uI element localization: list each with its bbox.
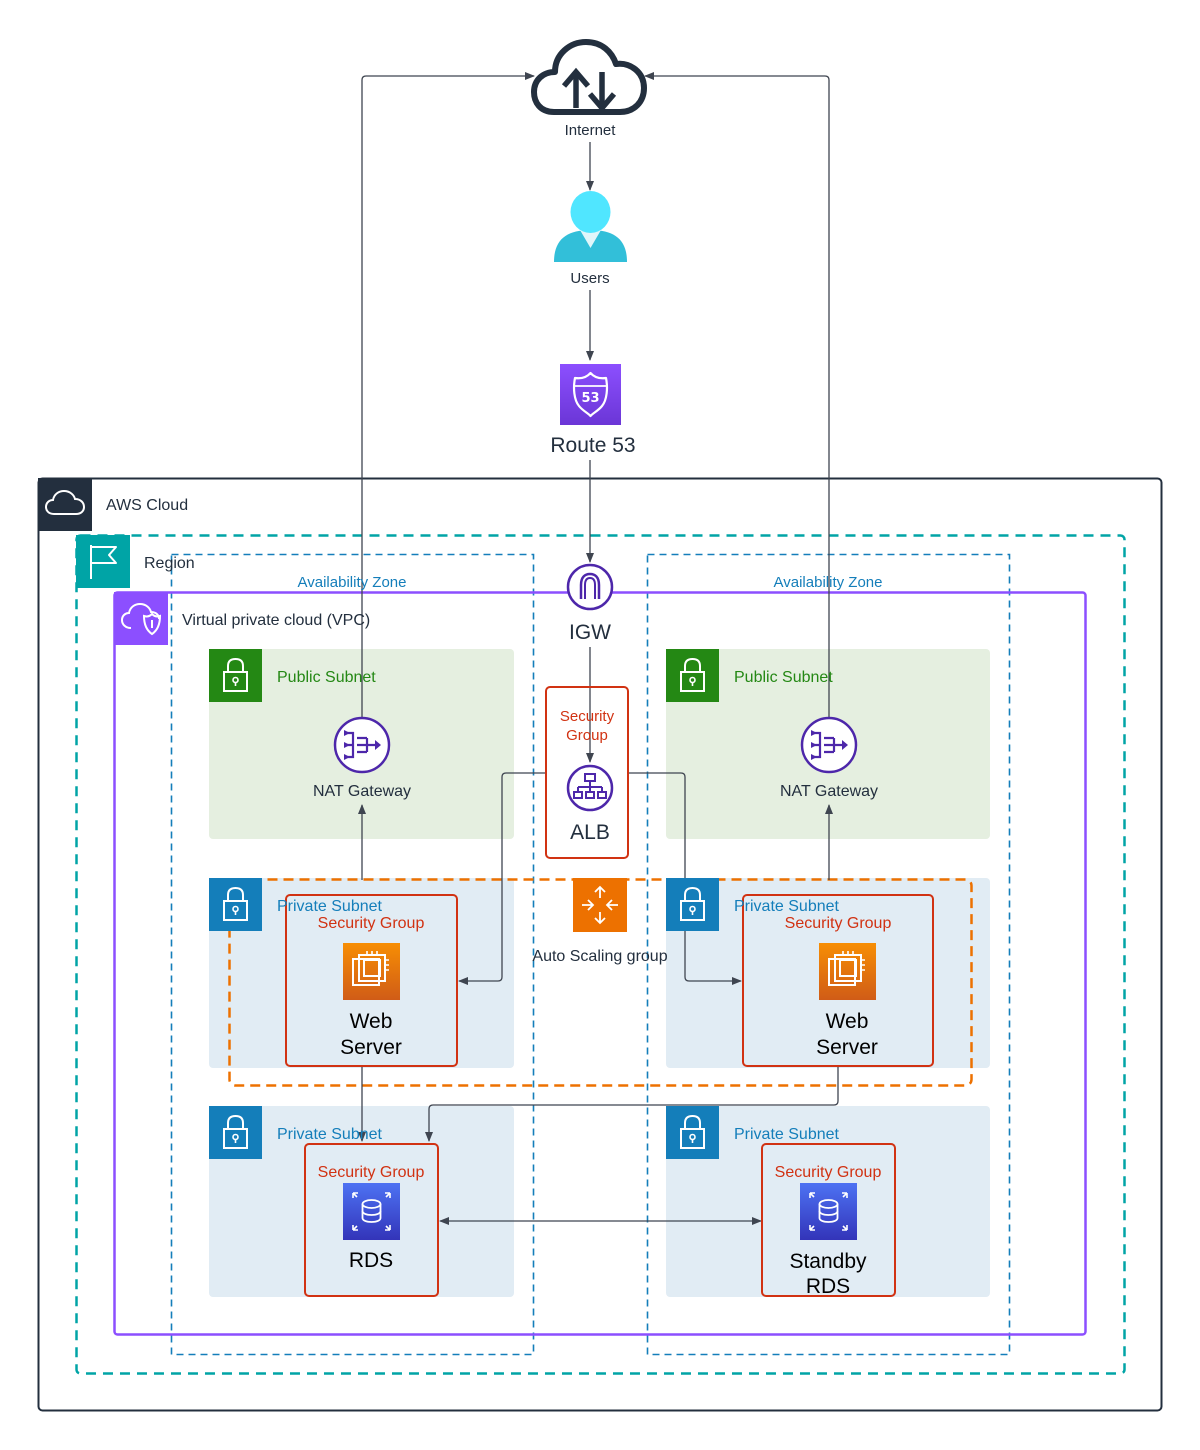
alb-security-group-border [545,686,629,859]
standby-rds-label: Standby RDS [789,1250,867,1298]
region-label: Region [144,555,195,572]
web-server-right [819,943,876,1000]
web-right-security-group-border [742,894,934,1067]
user-icon [554,191,627,262]
standby-rds-node [800,1183,857,1240]
vpc-cloud-shield-icon [120,602,162,636]
web-subnet-right-label: Private Subnet [734,898,839,915]
route53-node: 53 [560,364,621,425]
alb-security-group-label: Security Group [559,708,615,744]
web-subnet-right-lock-icon [666,878,719,931]
web-server-left-label: Web Server [340,1010,402,1059]
nat-gateway-icon [800,716,858,774]
web-subnet-left-lock-icon [209,878,262,931]
auto-scaling-icon [582,885,618,925]
web-left-security-group-label: Security Group [317,915,425,932]
web-left-security-group-border [285,894,458,1067]
edge-nat-left-internet [361,72,535,718]
aws-cloud-icon [44,489,86,515]
edge-alb-web-left [458,772,546,985]
auto-scaling-border [228,878,973,1087]
internet-label: Internet [564,122,616,139]
aws-cloud-icon-box [38,478,92,531]
igw-icon [566,563,614,611]
standby-rds-security-group-label: Security Group [774,1164,882,1181]
ec2-instance-icon [352,951,389,986]
aws-cloud-border [37,477,1163,1412]
users-label: Users [570,270,610,287]
ec2-instance-icon [828,951,865,986]
edge-web-right-rds [425,1067,839,1142]
rds-security-group-label: Security Group [317,1164,425,1181]
public-subnet-right-label: Public Subnet [734,669,833,686]
route53-shield-icon: 53 [572,371,609,418]
region-border [75,534,1126,1375]
db-subnet-right-lock-icon [666,1106,719,1159]
internet-cloud-icon [531,39,647,115]
web-server-right-label: Web Server [816,1010,878,1059]
region-flag-icon [90,545,117,579]
internet-node [530,36,650,118]
db-subnet-right-label: Private Subnet [734,1126,839,1143]
public-subnet-left-label: Public Subnet [277,669,376,686]
alb-node [566,764,614,812]
load-balancer-icon [566,764,614,812]
rds-label: RDS [348,1249,394,1272]
public-subnet-left-lock-icon [209,649,262,702]
users-node [552,190,629,262]
edge-nat-right-internet [644,72,830,718]
auto-scaling-node [573,878,627,932]
vpc-label: Virtual private cloud (VPC) [182,612,371,629]
nat-gateway-right-label: NAT Gateway [779,783,879,800]
nat-gateway-right [800,716,858,774]
db-subnet-left-label: Private Subnet [277,1126,382,1143]
rds-database-icon [809,1192,848,1231]
region-icon-box [76,535,130,588]
vpc-icon-box [114,592,168,645]
alb-label: ALB [570,821,610,844]
web-server-left [343,943,400,1000]
igw-node [566,563,614,611]
svg-text:53: 53 [581,391,599,406]
web-subnet-left-label: Private Subnet [277,898,382,915]
az-label-right: Availability Zone [773,574,883,591]
public-subnet-right-lock-icon [666,649,719,702]
auto-scaling-label: Auto Scaling group [532,948,668,965]
igw-label: IGW [569,621,611,644]
nat-gateway-icon [333,716,391,774]
rds-security-group-border [304,1143,439,1297]
az-border-left [170,553,535,1356]
route53-label: Route 53 [550,434,636,457]
nat-gateway-left-label: NAT Gateway [312,783,412,800]
rds-database-icon [352,1192,391,1231]
nat-gateway-left [333,716,391,774]
aws-cloud-label: AWS Cloud [106,497,189,514]
az-label-left: Availability Zone [297,574,407,591]
web-right-security-group-label: Security Group [784,915,892,932]
standby-rds-security-group-border [761,1143,896,1297]
db-subnet-left-lock-icon [209,1106,262,1159]
rds-node [343,1183,400,1240]
edge-alb-web-right [629,772,742,985]
